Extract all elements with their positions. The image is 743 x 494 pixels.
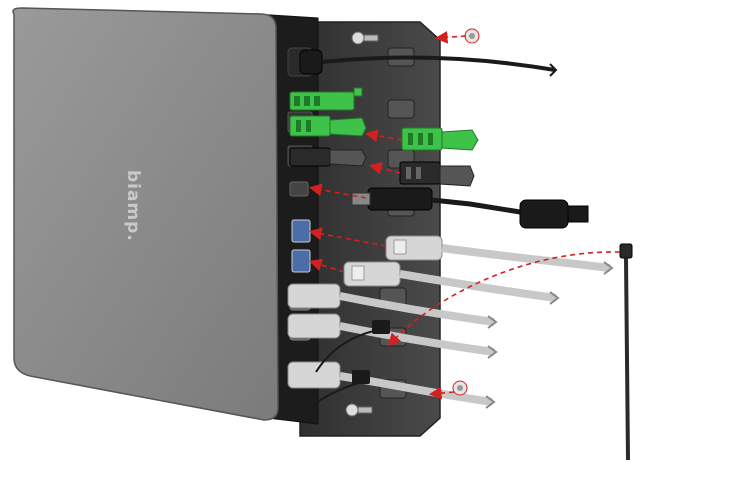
enclosure-top: biamp. [12, 7, 279, 421]
phoenix-connector-icon [401, 127, 479, 151]
screw-icon [345, 403, 373, 417]
cable-tie-icon [619, 243, 633, 461]
guide-arrows [308, 30, 621, 400]
screw-icon [452, 380, 468, 396]
ethernet-cable-icon [385, 235, 614, 275]
ethernet-cable-icon [287, 283, 498, 329]
ethernet-cable-icon [343, 261, 560, 305]
phoenix-connector-icon [289, 87, 363, 111]
phoenix-connector-icon [289, 147, 367, 167]
usb-cable-icon [351, 187, 589, 229]
power-cable-icon [299, 49, 558, 77]
phoenix-connector-icon [289, 115, 367, 137]
screw-icon [351, 31, 379, 45]
ethernet-cable-icon [287, 313, 498, 359]
screw-icon [464, 28, 480, 44]
cable-tie-icon [352, 320, 390, 384]
brand-label: biamp. [123, 170, 143, 242]
phoenix-connector-icon [399, 161, 475, 187]
